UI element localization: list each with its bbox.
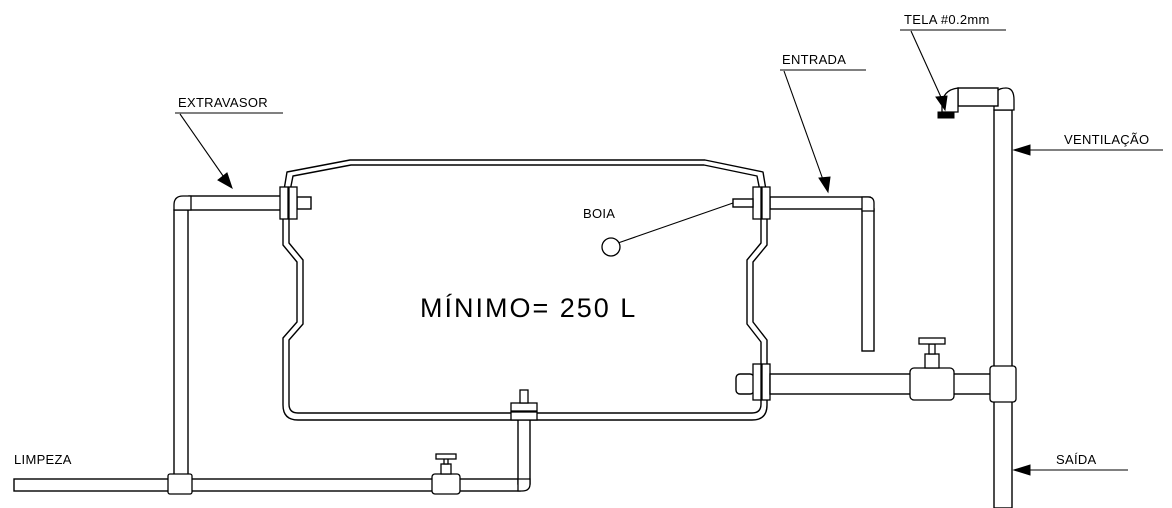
entrada-arrowhead	[818, 176, 831, 194]
drain-flange-top	[510, 402, 538, 412]
overflow-horizontal-pipe	[188, 195, 284, 211]
drain-vertical-pipe	[517, 419, 531, 485]
outlet-valve-handwheel[interactable]	[918, 337, 946, 345]
ventilacao-arrowhead	[1012, 144, 1031, 156]
drain-tee	[167, 473, 193, 495]
drain-valve-body	[431, 473, 461, 495]
leaders	[175, 29, 1163, 476]
vent-tee-fitting	[989, 365, 1017, 403]
label-limpeza: LIMPEZA	[14, 452, 72, 467]
label-extravasor: EXTRAVASOR	[178, 95, 268, 110]
saida-arrowhead	[1012, 464, 1031, 476]
extravasor-leader	[179, 113, 229, 184]
drain-valve-bonnet	[440, 463, 452, 475]
vent-column	[937, 87, 1017, 508]
extravasor-arrowhead	[217, 172, 233, 190]
overflow-nipple	[296, 196, 312, 210]
tela-leader	[910, 30, 946, 107]
entrada-leader	[783, 70, 827, 189]
water-tank	[282, 159, 768, 421]
outlet-flange-outer	[761, 363, 771, 401]
vent-screen	[937, 111, 955, 119]
overflow-pipe	[173, 186, 312, 476]
overflow-flange-outer	[279, 186, 289, 220]
inlet-horizontal-pipe	[769, 196, 871, 210]
tank-inner-wall	[288, 164, 762, 414]
outlet-inner-nipple	[735, 373, 755, 395]
tela-arrowhead	[935, 95, 948, 112]
labels: TELA #0.2mm ENTRADA EXTRAVASOR VENTILAÇÃ…	[14, 12, 1149, 467]
outlet-valve-stem	[928, 343, 936, 355]
overflow-vertical-pipe	[173, 209, 189, 476]
float-valve-body	[732, 198, 754, 208]
label-saida: SAÍDA	[1056, 452, 1097, 467]
outlet-pipe	[735, 337, 995, 401]
outlet-valve-body	[909, 367, 955, 401]
drain-flange-bottom	[510, 411, 538, 421]
tank-outer-wall	[282, 159, 768, 421]
float-ball	[601, 237, 621, 257]
inlet-elbow	[861, 196, 875, 212]
vent-vertical-pipe	[993, 109, 1013, 508]
drain-valve-handwheel[interactable]	[435, 453, 457, 460]
vent-top-horizontal	[957, 87, 999, 107]
float-valve	[601, 202, 734, 257]
drain-line	[13, 389, 538, 495]
label-tela: TELA #0.2mm	[904, 12, 990, 27]
label-boia: BOIA	[583, 206, 615, 221]
outlet-valve-bonnet	[924, 353, 940, 369]
outlet-flange-inner	[752, 363, 762, 401]
float-arm	[617, 202, 734, 244]
overflow-elbow	[173, 195, 192, 211]
inlet-flange-outer	[761, 186, 771, 220]
inlet-flange-inner	[752, 186, 762, 220]
drain-nipple	[519, 389, 529, 404]
label-ventilacao: VENTILAÇÃO	[1064, 132, 1149, 147]
inlet-pipe	[732, 186, 875, 352]
overflow-flange-inner	[288, 186, 298, 220]
inlet-vertical-pipe	[861, 208, 875, 352]
outlet-horizontal-pipe	[769, 373, 995, 395]
drain-elbow	[517, 478, 531, 492]
label-minimo-capacity: MÍNIMO= 250 L	[420, 293, 637, 323]
label-entrada: ENTRADA	[782, 52, 846, 67]
